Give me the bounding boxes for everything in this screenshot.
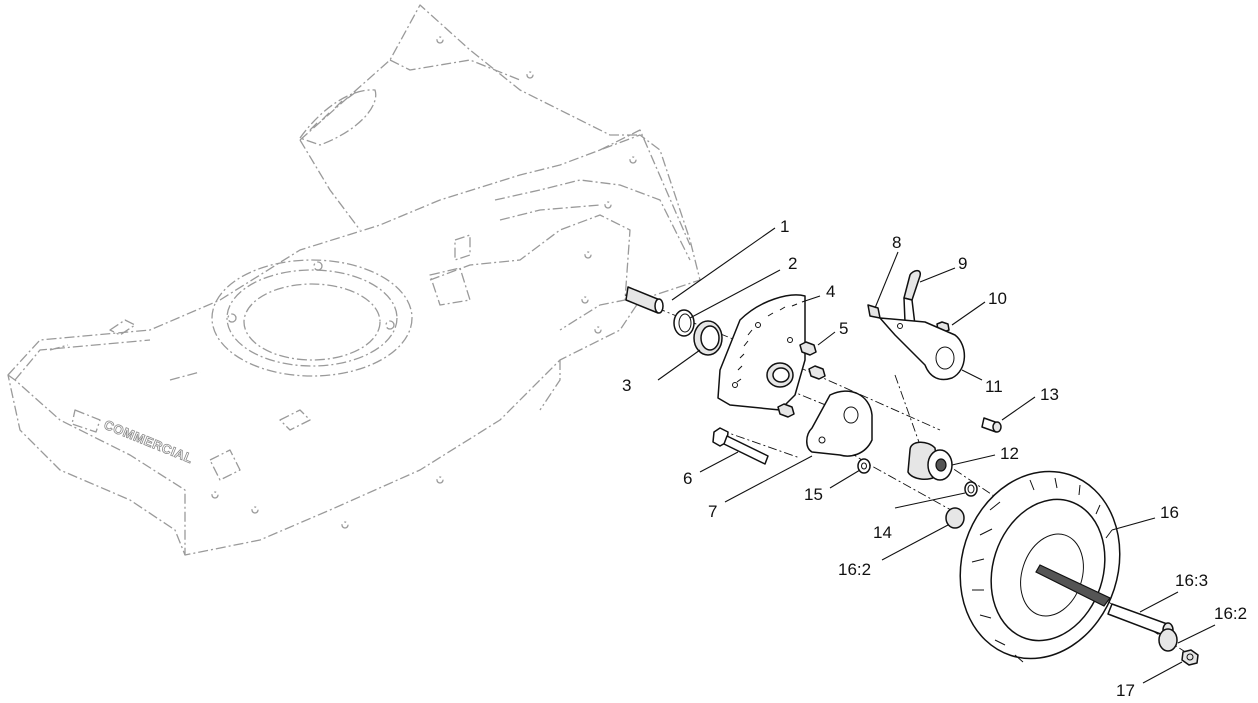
callout-7: 7 [708, 502, 717, 521]
part-13-cap-screw [981, 417, 1002, 433]
part-15-washer [857, 458, 871, 474]
part-8-clip [867, 304, 881, 319]
callout-1: 1 [780, 217, 789, 236]
part-7-pivot-bracket [806, 390, 873, 457]
part-12-hub [907, 441, 953, 481]
deck-logo-text: COMMERCIAL [102, 417, 195, 466]
part-17-nut [1181, 649, 1199, 666]
mower-deck-phantom [7, 4, 701, 556]
part-16-2-spacer-right [1158, 628, 1178, 652]
part-2-ring [673, 309, 695, 337]
leader-lines [657, 227, 1216, 684]
callout-16-2-left: 16:2 [838, 560, 871, 579]
callout-16-2-right: 16:2 [1214, 604, 1247, 623]
part-16-wheel [959, 470, 1121, 663]
callout-14: 14 [873, 523, 892, 542]
part-1-bushing [625, 286, 664, 314]
part-4-height-plate [717, 294, 806, 411]
part-11-arm-plate [879, 317, 966, 381]
callout-16: 16 [1160, 503, 1179, 522]
callout-9: 9 [958, 254, 967, 273]
callout-16-3: 16:3 [1175, 571, 1208, 590]
part-5-bolts [777, 341, 826, 418]
callout-labels: 1 2 3 4 5 6 7 8 9 10 11 13 12 15 14 16 1… [622, 217, 1247, 700]
callout-4: 4 [826, 282, 835, 301]
part-9-lever [903, 269, 922, 326]
part-16-2-spacer-left [945, 507, 965, 529]
callout-12: 12 [1000, 444, 1019, 463]
callout-11: 11 [985, 377, 1003, 396]
part-14-washer [964, 481, 978, 497]
part-3-bearing [693, 320, 723, 356]
callout-2: 2 [788, 254, 797, 273]
callout-10: 10 [988, 289, 1007, 308]
callout-6: 6 [683, 469, 692, 488]
callout-13: 13 [1040, 385, 1059, 404]
callout-8: 8 [892, 233, 901, 252]
part-6-long-bolt [712, 427, 769, 465]
callout-15: 15 [804, 485, 823, 504]
callout-5: 5 [839, 319, 848, 338]
callout-3: 3 [622, 376, 631, 395]
callout-17: 17 [1116, 681, 1135, 700]
